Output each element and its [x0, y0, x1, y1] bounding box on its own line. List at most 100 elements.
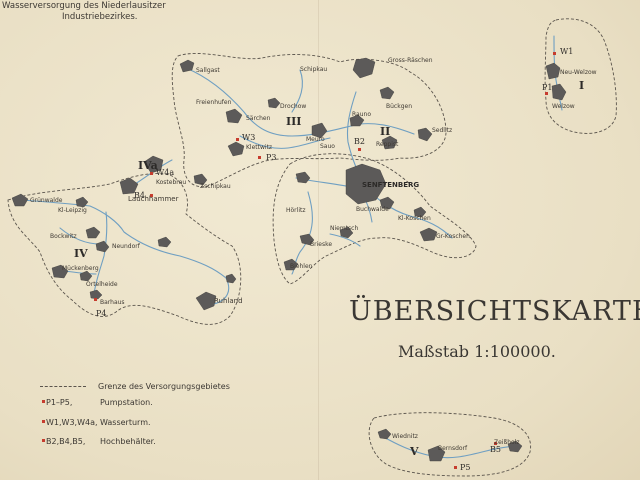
legend-pumps-codes: P1–P5,: [46, 398, 73, 407]
town-klleipzig: [75, 196, 89, 208]
town-label-grossraschen: Gross-Räschen: [388, 57, 433, 64]
legend-towers-codes: W1,W3,W4a,: [46, 418, 98, 427]
town-label-meuro: Meuro: [306, 136, 325, 143]
station-label-b5: B5: [490, 445, 501, 454]
town-label-klkoschen: Kl-Koschen: [398, 215, 431, 222]
town-meuro: [311, 122, 328, 139]
town-label-senftenberg: SENFTENBERG: [362, 181, 420, 189]
town-buckgen: [379, 86, 395, 100]
town-label-klettwitz: Klettwitz: [246, 144, 273, 151]
town-zscbg: [157, 236, 172, 248]
town-label-sedlitz: Sedlitz: [432, 127, 453, 134]
town-label-biehlen: Biehlen: [290, 263, 313, 270]
town-niemtsch: [339, 226, 354, 239]
district-label-iii: III: [286, 115, 302, 128]
town-label-sarchen: Särchen: [246, 115, 271, 122]
map-title: ÜBERSICHTSKARTE.: [349, 296, 640, 327]
station-label-b4: B4: [134, 191, 145, 200]
station-marker-w1: [553, 52, 556, 55]
town-welzow: [551, 83, 567, 101]
legend-tanks-label: Hochbehälter.: [100, 437, 156, 446]
town-bockwitz: [85, 226, 101, 239]
header-line-2: Industriebezirkes.: [62, 12, 138, 22]
town-label-klleipzig: Kl-Leipzig: [58, 207, 87, 214]
station-label-w1: W1: [560, 47, 574, 56]
station-label-p5: P5: [460, 463, 471, 472]
town-label-drochow: Drochow: [280, 103, 307, 110]
town-lauchhammer: [119, 177, 139, 195]
station-marker-b5: [494, 442, 497, 445]
town-neuwelzow: [545, 62, 561, 80]
town-wiednitz: [377, 428, 392, 440]
town-label-brieske: Brieske: [310, 241, 333, 248]
town-barhaus: [89, 289, 103, 300]
town-label-muckenberg: Mückenberg: [62, 265, 99, 272]
sheet-fold: [318, 0, 319, 480]
district-label-iva: IVa: [138, 159, 158, 172]
town-grossraschen: [352, 57, 376, 79]
town-buchwalde: [379, 196, 395, 210]
legend-towers-label: Wasserturm.: [100, 418, 151, 427]
town-label-grkoschen: Gr-Koschen: [436, 233, 470, 240]
town-label-neuwelzow: Neu-Welzow: [560, 69, 597, 76]
town-label-ortel: Ortelheide: [86, 281, 118, 288]
station-marker-w4a: [150, 172, 153, 175]
town-neundorf2: [225, 273, 237, 284]
town-label-zschipkau: Zschipkau: [200, 183, 231, 190]
station-marker-p4: [94, 298, 97, 301]
boundary-west: [7, 173, 242, 325]
town-reppist: [381, 135, 398, 150]
station-label-p4: P4: [96, 309, 107, 318]
map-header: Wasserversorgung des Niederlausitzer Ind…: [2, 1, 166, 23]
town-ortel: [79, 270, 93, 282]
station-marker-w3: [236, 138, 239, 141]
town-drochow: [267, 97, 281, 109]
town-label-lipsa: Schipkau: [300, 66, 328, 73]
district-label-iv: IV: [74, 247, 88, 260]
town-label-niemtsch: Niemtsch: [330, 225, 359, 232]
station-marker-p3: [258, 156, 261, 159]
town-label-lauchhammer: Lauchhammer: [128, 195, 179, 203]
legend-boundary-text: Grenze des Versorgungsgebietes: [98, 382, 230, 391]
town-label-barhaus: Barhaus: [100, 299, 125, 306]
town-label-kostebrau: Kostebrau: [156, 179, 187, 186]
station-marker-p1: [545, 92, 548, 95]
town-sedlitz: [417, 127, 433, 142]
town-label-sauo: Sauo: [320, 143, 335, 150]
town-label-zeissholz: Zeißholz: [494, 439, 520, 446]
town-ruhland: [195, 291, 217, 311]
town-brieske: [299, 233, 315, 246]
legend-tanks-codes: B2,B4,B5,: [46, 437, 86, 446]
town-label-bockwitz: Bockwitz: [50, 233, 77, 240]
town-label-neundorf: Neundorf: [112, 243, 140, 250]
town-klettwitz: [227, 141, 245, 157]
boundary-south: [368, 412, 532, 477]
station-label-b2: B2: [354, 137, 365, 146]
town-label-bernsdorf: Bernsdorf: [438, 445, 468, 452]
town-kostebrau: [143, 155, 164, 174]
header-line-1: Wasserversorgung des Niederlausitzer: [2, 1, 166, 11]
district-label-i: I: [579, 79, 585, 92]
town-label-buckgen: Bückgen: [386, 103, 412, 110]
town-grunwalde: [11, 193, 29, 207]
boundary-senftenberg: [272, 153, 477, 285]
town-neundorf: [95, 240, 110, 253]
station-label-w4a: W4a: [156, 168, 175, 177]
town-label-rauno: Rauno: [352, 111, 371, 118]
boundary-welzow: [544, 18, 617, 134]
station-label-p1: P1: [542, 83, 553, 92]
station-label-w3: W3: [242, 133, 256, 142]
town-label-ruhland: Ruhland: [214, 297, 243, 305]
station-label-p3: P3: [266, 153, 277, 162]
station-marker-b4: [150, 194, 153, 197]
map-scale: Maßstab 1:100000.: [398, 342, 556, 361]
station-marker-p5: [454, 466, 457, 469]
town-label-welzow: Welzow: [552, 103, 575, 110]
town-bernsdorf: [427, 445, 446, 462]
town-label-sallgast: Sallgast: [196, 67, 220, 74]
legend-boundary-line: [40, 386, 86, 387]
town-klkoschen: [413, 206, 427, 218]
town-label-grunwalde: Grünwalde: [30, 197, 63, 204]
